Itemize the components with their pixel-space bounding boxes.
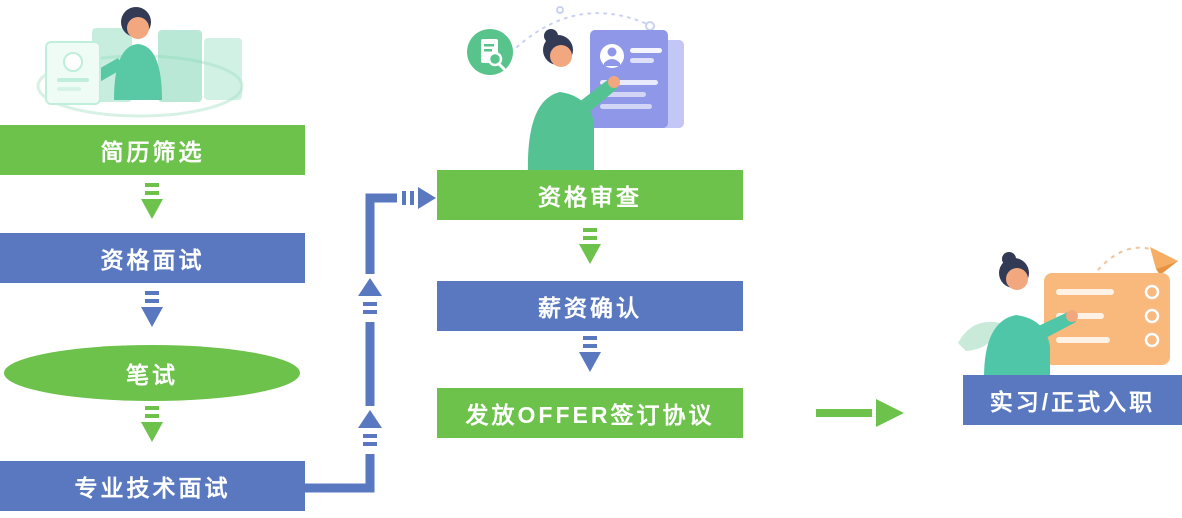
node-label: 资格审查 bbox=[538, 184, 642, 210]
node-label: 笔试 bbox=[126, 362, 178, 388]
down-arrow-icon bbox=[579, 228, 601, 264]
node-written-test: 笔试 bbox=[4, 345, 300, 401]
node-qualification-interview: 资格面试 bbox=[0, 233, 305, 283]
node-label: 简历筛选 bbox=[100, 139, 205, 165]
elbow-connector bbox=[305, 187, 436, 493]
node-onboarding: 实习/正式入职 bbox=[963, 375, 1182, 425]
node-label: 专业技术面试 bbox=[74, 475, 231, 501]
right-arrow-icon bbox=[816, 399, 904, 427]
down-arrow-icon bbox=[141, 406, 163, 442]
down-arrow-icon bbox=[141, 183, 163, 219]
node-salary-confirmation: 薪资确认 bbox=[437, 281, 743, 331]
node-label: 资格面试 bbox=[100, 247, 205, 273]
down-arrow-icon bbox=[579, 336, 601, 372]
resume-carousel-illustration bbox=[36, 7, 244, 118]
node-qualification-review: 资格审查 bbox=[437, 170, 743, 220]
node-resume-screening: 简历筛选 bbox=[0, 125, 305, 175]
node-offer-agreement: 发放OFFER签订协议 bbox=[437, 388, 743, 438]
node-label: 薪资确认 bbox=[538, 295, 642, 321]
node-label: 发放OFFER签订协议 bbox=[465, 402, 715, 428]
node-label: 实习/正式入职 bbox=[989, 389, 1156, 415]
down-arrow-icon bbox=[141, 291, 163, 327]
document-search-icon bbox=[467, 29, 513, 75]
onboarding-illustration bbox=[958, 246, 1178, 378]
node-technical-interview: 专业技术面试 bbox=[0, 461, 305, 511]
resume-review-illustration bbox=[467, 6, 684, 174]
paper-plane-icon bbox=[1150, 247, 1178, 275]
